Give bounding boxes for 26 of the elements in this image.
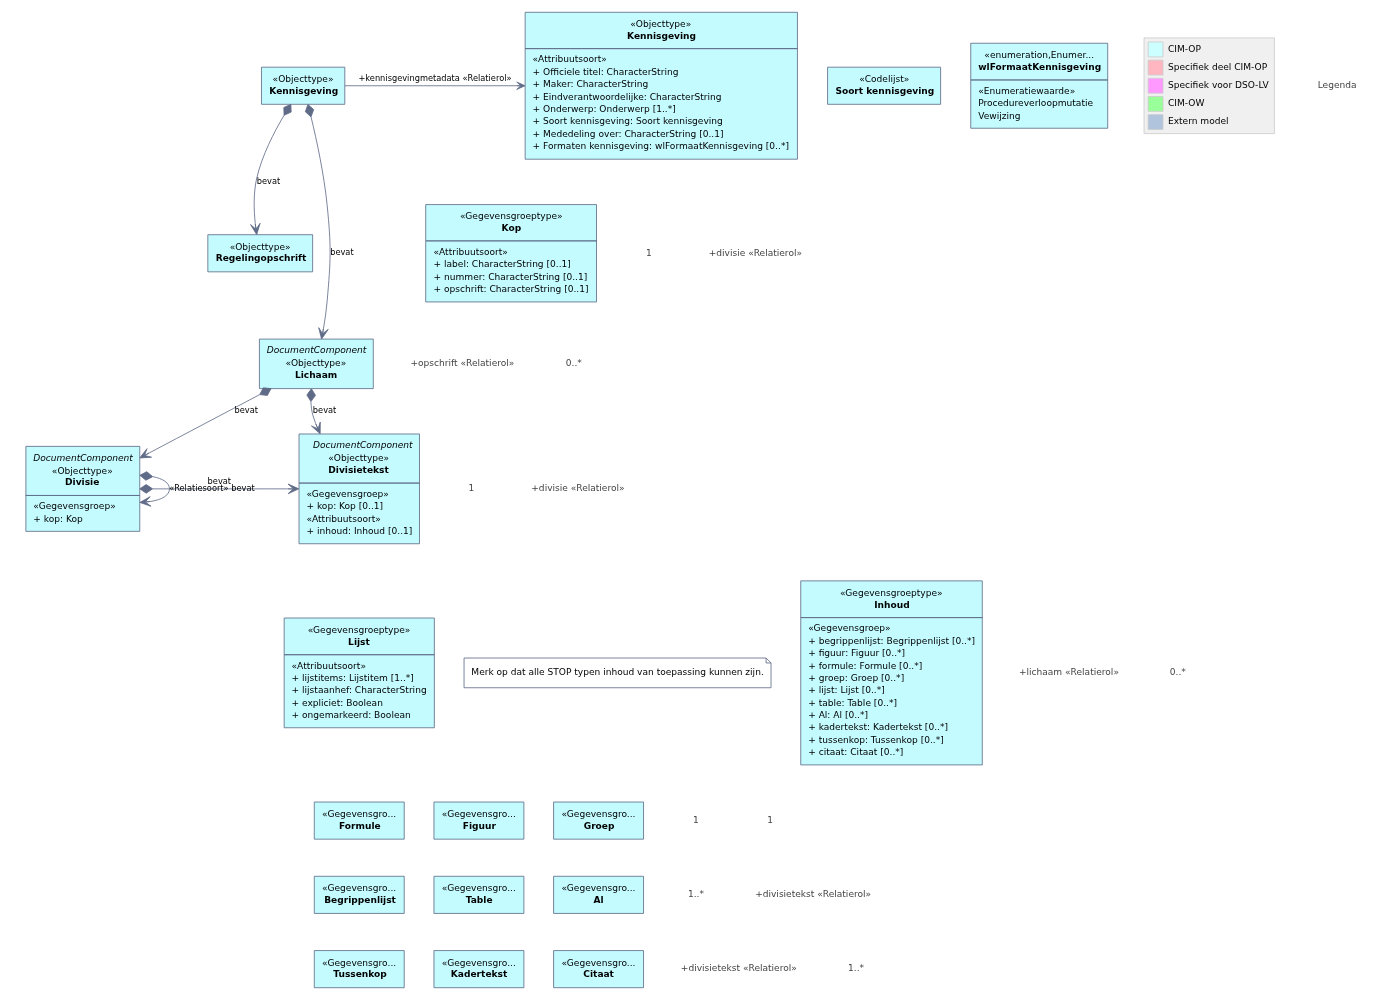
edge-label: bevat <box>233 404 258 415</box>
label: 0..* <box>565 357 582 368</box>
label: Legenda <box>1317 79 1357 90</box>
label: 1..* <box>687 888 704 899</box>
label: +divisietekst «Relatierol» <box>680 962 797 973</box>
legend-label: Extern model <box>1167 115 1229 126</box>
label: 0..* <box>1169 666 1186 677</box>
label: +divisie «Relatierol» <box>530 482 625 493</box>
edge-label: bevat <box>312 404 336 415</box>
edge-label: +kennisgevingmetadata «Relatierol» <box>357 72 512 83</box>
label: +lichaam «Relatierol» <box>1018 666 1119 677</box>
label: +opschrift «Relatierol» <box>409 357 514 368</box>
label: 1 <box>645 247 652 258</box>
label: +divisie «Relatierol» <box>708 247 802 258</box>
legend-label: Specifiek deel CIM-OP <box>1167 61 1267 72</box>
edge-label: bevat <box>256 175 280 186</box>
legend-label: Specifiek voor DSO-LV <box>1167 79 1269 90</box>
label: 1..* <box>847 962 864 973</box>
edge-label: bevat <box>329 246 354 257</box>
label: 1 <box>766 814 773 825</box>
legend-label: CIM-OW <box>1167 97 1204 108</box>
legend-label: CIM-OP <box>1167 43 1201 54</box>
label: +divisietekst «Relatierol» <box>754 888 871 899</box>
edge-label: bevat <box>207 475 231 486</box>
label: 1 <box>468 482 474 493</box>
label: 1 <box>692 814 699 825</box>
